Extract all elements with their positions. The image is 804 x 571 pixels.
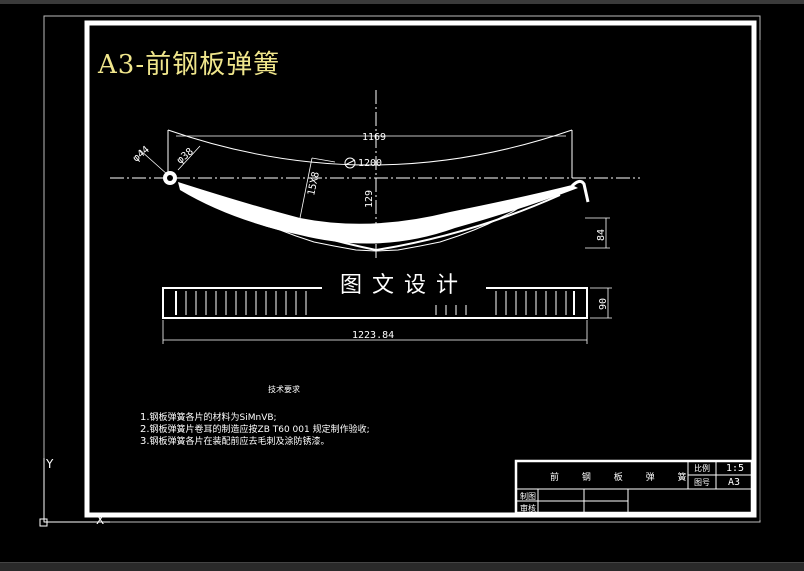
row-draw-label: 制图 (520, 492, 536, 501)
top-toolbar-strip (0, 0, 804, 4)
dim-total-length: 1223.84 (352, 330, 394, 341)
note-item: 1.钢板弹簧各片的材料为SiMnVB; (140, 412, 277, 423)
dim-angle: 15X8 (306, 171, 322, 197)
leaf-spring-body (178, 182, 578, 244)
plan-view-leaf-lines (185, 291, 567, 315)
note-item: 2.钢板弹簧片卷耳的制造应按ZB T60 001 规定制作验收; (140, 424, 370, 435)
title-block (514, 459, 754, 515)
watermark: 图文设计 (322, 268, 486, 304)
dim-radius: 1200 (358, 158, 382, 169)
sheet-label: 图号 (694, 478, 710, 487)
dim-bottom-height: 90 (598, 298, 609, 310)
arc-radius-line (167, 129, 573, 166)
dim-height-right: 84 (596, 229, 607, 241)
ucs-y-label: Y (45, 457, 54, 471)
sheet-value: A3 (728, 477, 741, 488)
dim-arc-length: 1169 (362, 132, 386, 143)
dim-width: 129 (364, 190, 375, 208)
inner-frame (84, 20, 757, 518)
technical-notes: 1.钢板弹簧各片的材料为SiMnVB; 2.钢板弹簧片卷耳的制造应按ZB T60… (140, 412, 370, 448)
ucs-origin-icon (39, 518, 48, 527)
title-block-name: 前 钢 板 弹 簧 (550, 473, 697, 483)
ucs-x-label: X (96, 513, 104, 527)
dim-eye-dia: φ44 (131, 144, 152, 164)
dim-eye-inner: φ38 (175, 146, 196, 166)
note-item: 3.钢板弹簧各片在装配前应去毛刺及涂防锈漆。 (140, 436, 330, 447)
scale-label: 比例 (694, 464, 710, 473)
drawing-title: A3-前钢板弹簧 (98, 50, 281, 80)
notes-title: 技术要求 (268, 385, 300, 394)
row-check-label: 审核 (520, 504, 536, 513)
status-bar (0, 562, 804, 571)
spring-hook (570, 179, 590, 203)
scale-value: 1:5 (726, 463, 745, 474)
